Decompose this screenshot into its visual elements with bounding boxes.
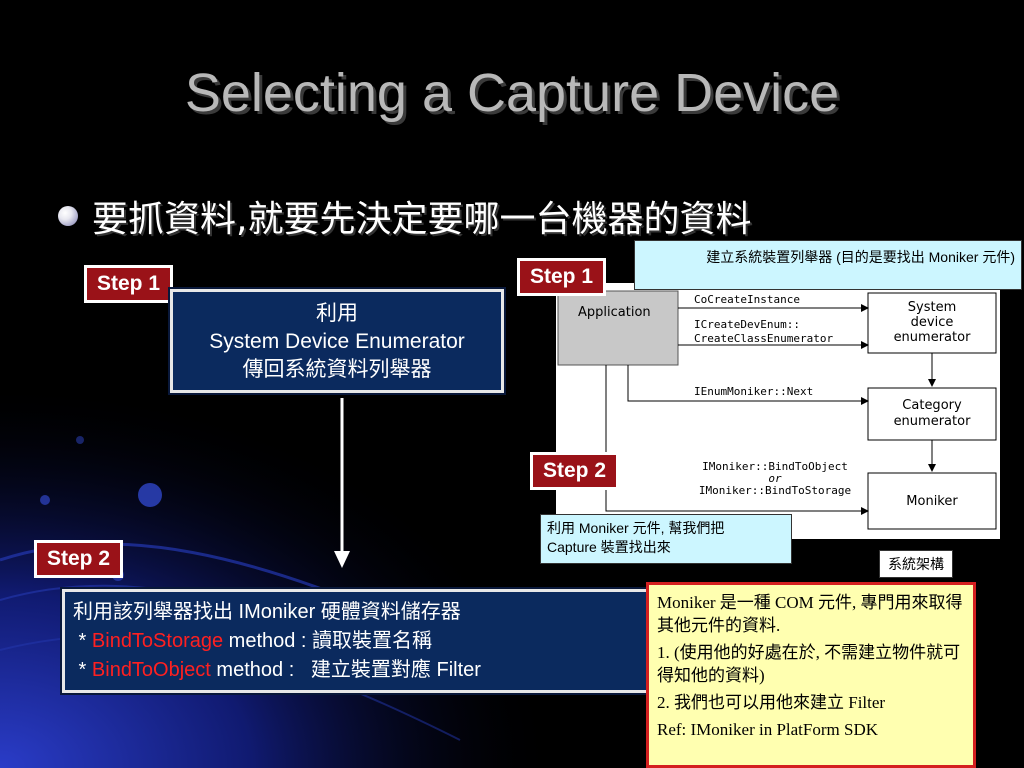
bind-to-storage-text: BindToStorage xyxy=(91,630,224,652)
system-enum-line2: device xyxy=(910,315,954,330)
bullet-text: 要抓資料,就要先決定要哪一台機器的資料 xyxy=(92,199,752,240)
moniker-line3-prefix: * xyxy=(73,659,92,681)
call-bind-object: IMoniker::BindToObject xyxy=(702,460,848,473)
moniker-line1: 利用該列舉器找出 IMoniker 硬體資料儲存器 xyxy=(73,601,461,623)
moniker-line2: * BindToStorage method : 讀取裝置名稱 xyxy=(73,627,657,656)
step1-badge-right: Step 1 xyxy=(517,258,607,296)
system-enum-line1: System xyxy=(907,300,957,315)
call-bind: IMoniker::BindToObject or IMoniker::Bind… xyxy=(690,461,860,497)
enumerator-line1: 利用 xyxy=(316,302,358,325)
architecture-diagram: Application System device enumerator Cat… xyxy=(556,283,1000,539)
slide-title: Selecting a Capture Device xyxy=(184,63,840,123)
step1-badge-left: Step 1 xyxy=(84,265,174,303)
callout-top: 建立系統裝置列舉器 (目的是要找出 Moniker 元件) xyxy=(634,240,1022,290)
note-p2: 1. (使用他的好處在於, 不需建立物件就可得知他的資料) xyxy=(657,643,961,685)
system-enumerator-label: System device enumerator xyxy=(868,300,996,345)
system-enum-line3: enumerator xyxy=(893,330,971,345)
call-createdevenum-line2: CreateClassEnumerator xyxy=(694,332,834,345)
category-line2: enumerator xyxy=(893,414,971,429)
note-p3: 2. 我們也可以用他來建立 Filter xyxy=(657,693,886,712)
enumerator-line2: System Device Enumerator xyxy=(209,330,465,353)
bullet-item: 要抓資料,就要先決定要哪一台機器的資料 xyxy=(58,190,751,242)
call-enummoniker: IEnumMoniker::Next xyxy=(694,385,814,398)
call-bind-storage: IMoniker::BindToStorage xyxy=(698,484,852,497)
callout-mid-line2: Capture 裝置找出來 xyxy=(547,539,671,555)
moniker-line3-suffix: method : 建立裝置對應 Filter xyxy=(210,659,481,681)
moniker-line3: * BindToObject method : 建立裝置對應 Filter xyxy=(73,656,657,685)
moniker-line2-prefix: * xyxy=(73,630,92,652)
moniker-note: Moniker 是一種 COM 元件, 專門用來取得其他元件的資料. 1. (使… xyxy=(646,582,976,768)
note-p4: Ref: IMoniker in PlatForm SDK xyxy=(657,720,878,739)
bind-to-object-text: BindToObject xyxy=(91,659,211,681)
moniker-line2-suffix: method : 讀取裝置名稱 xyxy=(223,630,433,652)
bullet-dot-icon xyxy=(58,206,78,226)
down-arrow-icon xyxy=(334,398,350,568)
moniker-label: Moniker xyxy=(906,494,958,509)
moniker-box: 利用該列舉器找出 IMoniker 硬體資料儲存器 * BindToStorag… xyxy=(62,589,668,693)
category-line1: Category xyxy=(902,398,962,413)
enumerator-box: 利用 System Device Enumerator 傳回系統資料列舉器 xyxy=(170,289,504,393)
category-enumerator-label: Category enumerator xyxy=(868,398,996,430)
note-p1: Moniker 是一種 COM 元件, 專門用來取得其他元件的資料. xyxy=(657,593,963,635)
application-label: Application xyxy=(578,305,651,320)
callout-mid-line1: 利用 Moniker 元件, 幫我們把 xyxy=(547,520,725,536)
call-createdevenum-line1: ICreateDevEnum:: xyxy=(694,318,800,331)
step2-badge-mid: Step 2 xyxy=(530,452,620,490)
call-bind-or: or xyxy=(768,472,782,485)
enumerator-line3: 傳回系統資料列舉器 xyxy=(242,358,432,381)
call-cocreate: CoCreateInstance xyxy=(694,293,800,306)
call-createdevenum: ICreateDevEnum:: CreateClassEnumerator xyxy=(694,318,833,346)
step2-badge-left: Step 2 xyxy=(34,540,124,578)
system-architecture-label: 系統架構 xyxy=(879,550,953,578)
diagram-lines xyxy=(557,290,997,530)
callout-mid: 利用 Moniker 元件, 幫我們把 Capture 裝置找出來 xyxy=(540,514,792,564)
